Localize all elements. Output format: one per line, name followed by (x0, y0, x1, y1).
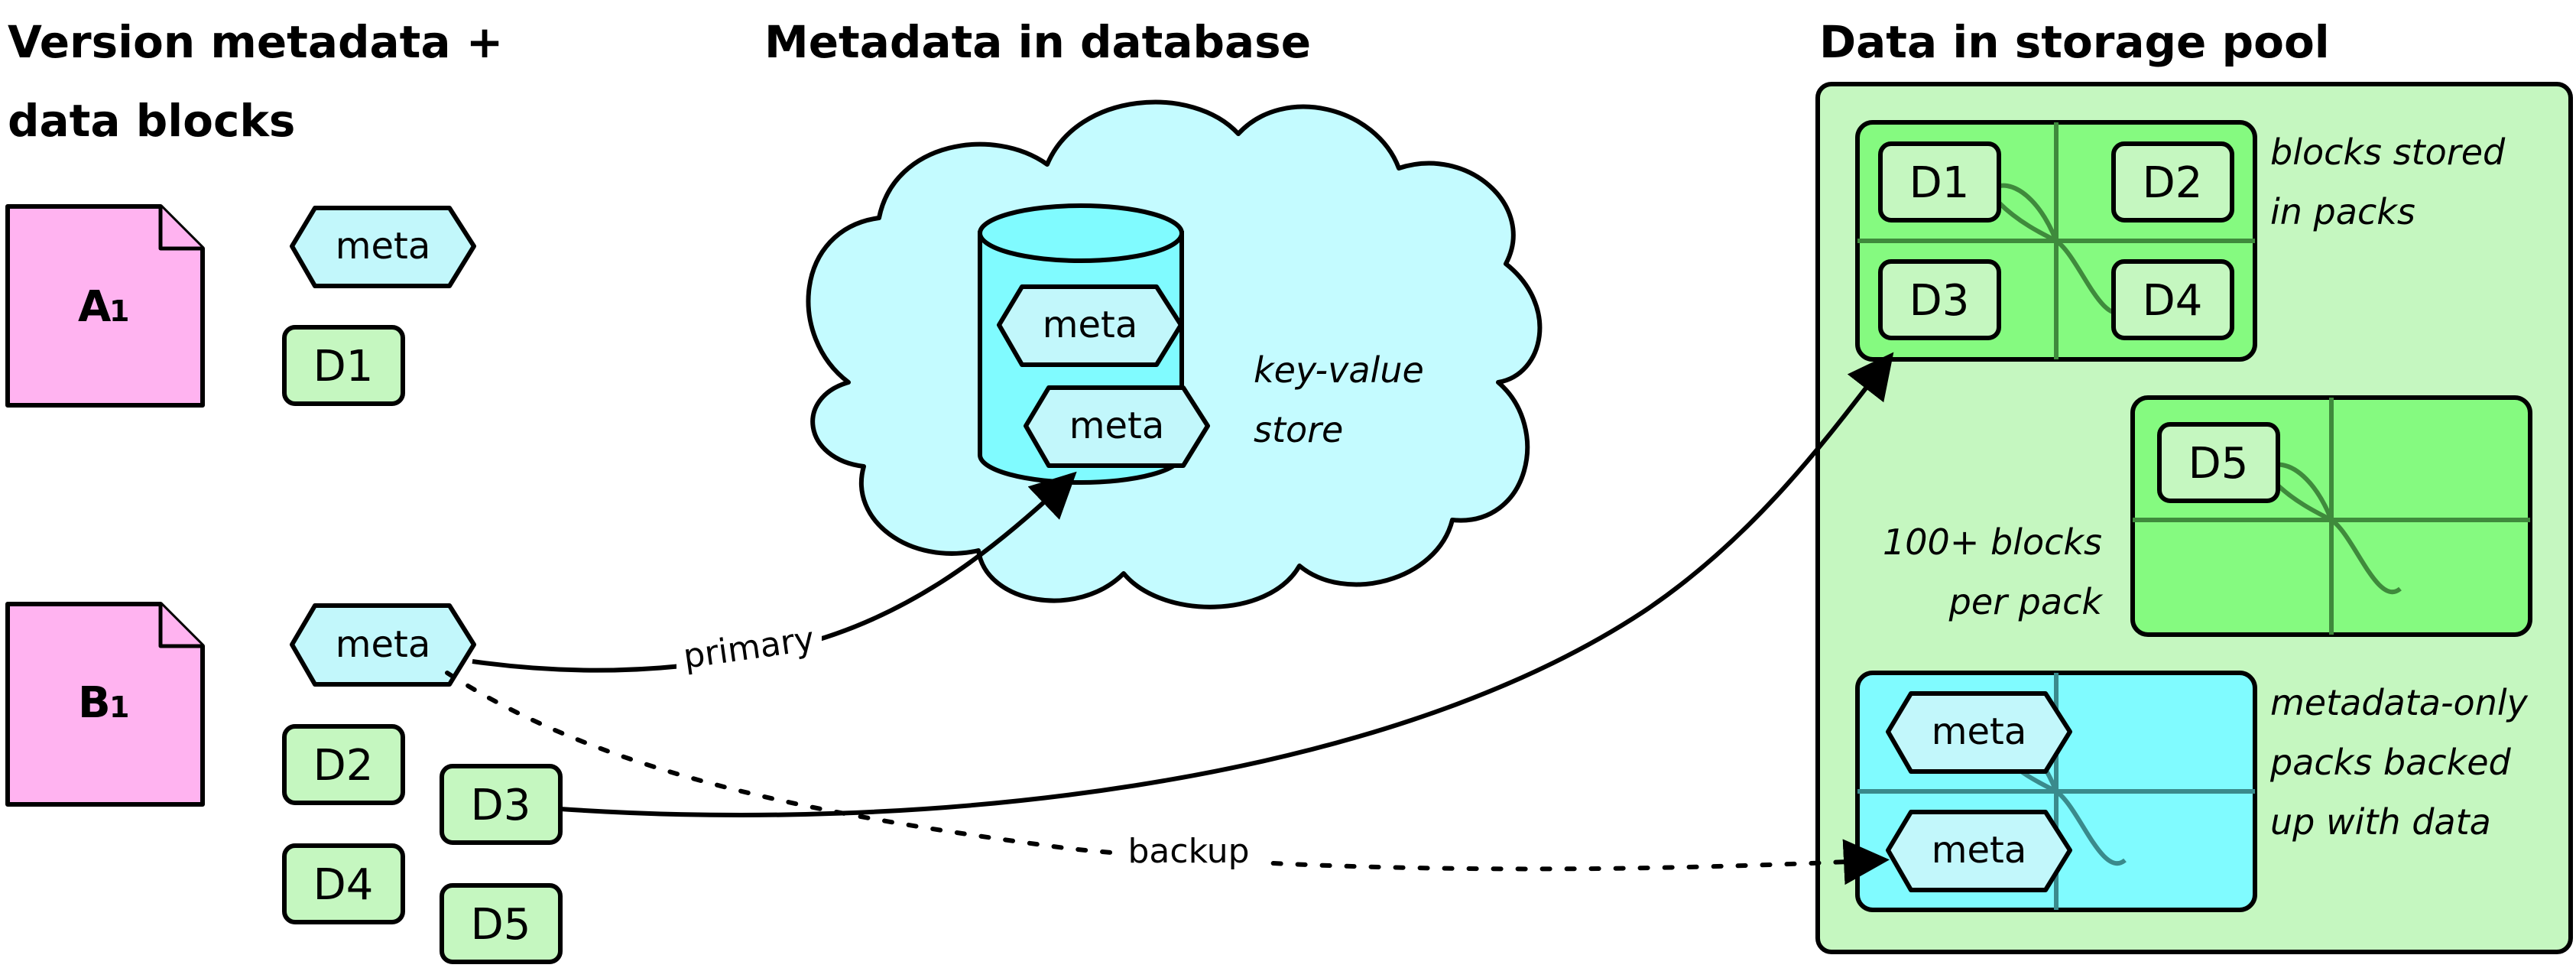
pack-3-note-line2: packs backed (2269, 742, 2512, 783)
b1-block-d5-label: D5 (471, 900, 531, 950)
pack-meta-tag-1: meta (1886, 691, 2072, 774)
b1-meta-label: meta (336, 623, 431, 666)
b1-block-d3-label: D3 (471, 781, 531, 830)
heading-data-blocks: data blocks (8, 95, 295, 147)
document-b1-subscript: 1 (109, 690, 129, 724)
b1-block-d2: D2 (282, 724, 405, 805)
database-meta-tag-2: meta (1024, 385, 1210, 468)
a1-meta-label: meta (336, 225, 431, 268)
pack-meta-label-2: meta (1932, 829, 2027, 872)
a1-meta-tag: meta (290, 206, 476, 288)
pack-block-d3: D3 (1878, 259, 2001, 340)
pack-block-d4: D4 (2111, 259, 2234, 340)
b1-block-d5: D5 (440, 883, 563, 964)
pack-2-ribbon (2266, 462, 2402, 594)
pack-block-d5-label: D5 (2188, 439, 2249, 489)
heading-storage-pool: Data in storage pool (1819, 16, 2330, 68)
b1-block-d4-label: D4 (313, 860, 374, 910)
pack-1-note-line1: blocks stored (2270, 132, 2506, 173)
primary-label-background (676, 627, 822, 673)
pack-block-d2-label: D2 (2143, 158, 2203, 208)
pack-1-note-line2: in packs (2270, 191, 2415, 232)
backup-arrow (445, 671, 1890, 885)
pack-block-d1: D1 (1878, 141, 2001, 223)
backup-label-background (1112, 830, 1265, 875)
pack-block-d3-label: D3 (1909, 276, 1970, 326)
pack-2-note-line2: per pack (1948, 581, 2104, 622)
heading-version-metadata: Version metadata + (8, 16, 503, 68)
pack-1-ribbon (1990, 183, 2127, 315)
pack-2-note-line1: 100+ blocks (1883, 521, 2102, 563)
database-meta-label-1: meta (1043, 304, 1138, 346)
b1-meta-tag: meta (290, 603, 476, 687)
pack-meta-label-1: meta (1932, 710, 2027, 753)
pack-block-d5: D5 (2157, 422, 2280, 503)
document-b1: B 1 (5, 602, 205, 807)
document-b1-letter: B (78, 678, 111, 728)
database-note-line2: store (1254, 409, 1343, 450)
database-meta-tag-1: meta (997, 284, 1183, 367)
b1-block-d3: D3 (440, 764, 563, 845)
database-meta-label-2: meta (1069, 404, 1165, 447)
a1-block-d1: D1 (282, 325, 405, 406)
heading-metadata-database: Metadata in database (764, 16, 1311, 68)
pack-block-d2: D2 (2111, 141, 2234, 223)
document-a1-letter: A (78, 282, 112, 332)
b1-block-d4: D4 (282, 843, 405, 924)
pack-meta-tag-2: meta (1886, 810, 2072, 892)
document-a1: A 1 (5, 204, 205, 408)
pack-block-d4-label: D4 (2143, 276, 2203, 326)
database-note-line1: key-value (1254, 349, 1424, 391)
pack-3-note-line1: metadata-only (2270, 682, 2529, 723)
a1-block-d1-label: D1 (313, 342, 374, 391)
pack-3-note-line3: up with data (2270, 801, 2491, 843)
pack-block-d1-label: D1 (1909, 158, 1970, 208)
b1-block-d2-label: D2 (313, 741, 374, 791)
document-a1-subscript: 1 (109, 294, 129, 328)
backup-label: backup (1127, 832, 1249, 871)
